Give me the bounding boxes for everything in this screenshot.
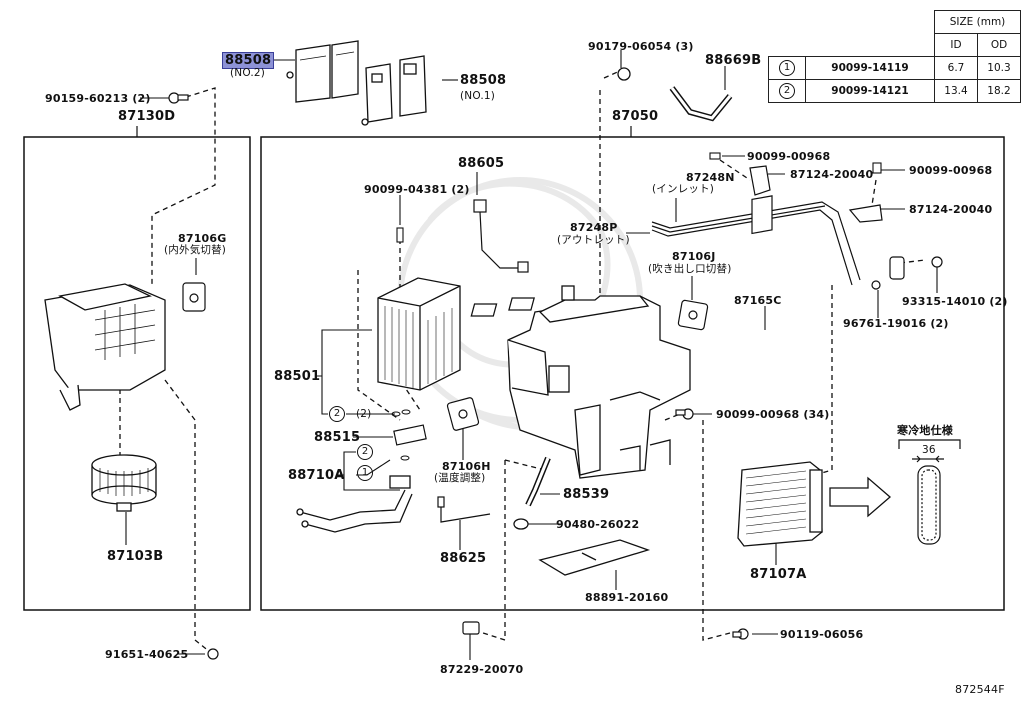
resistor-87165c xyxy=(751,195,773,235)
part-label[interactable]: 87165C xyxy=(734,294,782,307)
inner-diameter: 13.4 xyxy=(934,79,978,103)
bracket-b xyxy=(848,204,883,223)
part-label[interactable]: 93315-14010 (2) xyxy=(902,295,1008,308)
part-number[interactable]: 90099-14121 xyxy=(805,79,935,103)
part-label[interactable]: 87229-20070 xyxy=(440,663,524,676)
clamp-93315 xyxy=(889,256,943,280)
part-label[interactable]: 90159-60213 (2) xyxy=(45,92,151,105)
right-box-title[interactable]: 87050 xyxy=(612,109,659,124)
valve-pipes-88710a xyxy=(296,475,413,533)
part-label[interactable]: 87248P xyxy=(570,221,618,234)
part-label[interactable]: 88710A xyxy=(288,468,345,483)
bracket-a xyxy=(749,165,771,196)
part-label[interactable]: 91651-40625 xyxy=(105,648,189,661)
col-id: ID xyxy=(934,33,978,57)
part-sublabel: (NO.2) xyxy=(230,67,266,79)
part-sublabel: (アウトレット) xyxy=(557,234,630,246)
dimension-label: 36 xyxy=(922,444,936,456)
marker-2: 2 xyxy=(779,83,795,99)
servo-87106j xyxy=(677,299,709,331)
part-label[interactable]: 87124-20040 xyxy=(909,203,993,216)
right-box-frame xyxy=(260,136,1005,611)
part-label[interactable]: 90119-06056 xyxy=(780,628,864,641)
part-label[interactable]: 90099-04381 (2) xyxy=(364,183,470,196)
part-label[interactable]: 88625 xyxy=(440,551,487,566)
sensor-88625 xyxy=(437,496,491,523)
part-label[interactable]: 90099-00968 xyxy=(909,164,993,177)
part-label-88508-no2[interactable]: 88508 xyxy=(222,52,275,69)
part-label[interactable]: 90099-00968 xyxy=(747,150,831,163)
cover-88891 xyxy=(538,539,651,576)
part-label[interactable]: 88515 xyxy=(314,430,361,445)
ac-pipes-87248 xyxy=(651,201,861,286)
cold-spec-label: 寒冷地仕様 xyxy=(897,424,953,437)
size-header: SIZE (mm) xyxy=(934,10,1021,34)
table-row: 2 90099-14121 13.4 18.2 xyxy=(768,79,1021,103)
table-row: 1 90099-14119 6.7 10.3 xyxy=(768,56,1021,80)
servo-87106g xyxy=(182,282,206,312)
bolt-90159 xyxy=(168,92,189,104)
part-label[interactable]: 87106J xyxy=(672,250,716,263)
evaporator-88501 xyxy=(377,277,461,391)
harness-88605 xyxy=(473,199,529,273)
part-label[interactable]: 87103B xyxy=(107,549,164,564)
marker-2: 2 xyxy=(329,406,345,422)
cold-spec-section xyxy=(898,439,961,545)
outer-diameter: 10.3 xyxy=(977,56,1021,80)
expansion-valve xyxy=(393,424,427,446)
part-label[interactable]: 87107A xyxy=(750,567,807,582)
marker-1: 1 xyxy=(779,60,795,76)
part-label[interactable]: 90480-26022 xyxy=(556,518,640,531)
part-label[interactable]: 87106G xyxy=(178,232,227,245)
part-number[interactable]: 90099-14119 xyxy=(805,56,935,80)
part-label[interactable]: 87106H xyxy=(442,460,491,473)
hose-size-table: SIZE (mm) ID OD 1 90099-14119 6.7 10.3 2… xyxy=(768,10,1021,103)
part-label[interactable]: 88891-20160 xyxy=(585,591,669,604)
part-label[interactable]: 90179-06054 (3) xyxy=(588,40,694,53)
hvac-case xyxy=(470,285,691,479)
left-box-title[interactable]: 87130D xyxy=(118,109,176,124)
inner-diameter: 6.7 xyxy=(934,56,978,80)
figure-id: 872544F xyxy=(955,683,1005,696)
part-label[interactable]: 88605 xyxy=(458,156,505,171)
part-label[interactable]: 88669B xyxy=(705,53,762,68)
cabin-filter-no2 xyxy=(286,40,359,103)
col-od: OD xyxy=(977,33,1021,57)
servo-87106h xyxy=(446,397,480,431)
part-label[interactable]: 96761-19016 (2) xyxy=(843,317,949,330)
marker-2: 2 xyxy=(357,444,373,460)
blower-motor xyxy=(91,454,157,512)
part-label[interactable]: 87124-20040 xyxy=(790,168,874,181)
part-sublabel: (2) xyxy=(356,408,372,420)
outer-diameter: 18.2 xyxy=(977,79,1021,103)
part-sublabel: (インレット) xyxy=(652,183,715,195)
part-sublabel: (吹き出し口切替) xyxy=(648,263,732,275)
marker-1: 1 xyxy=(357,465,373,481)
part-sublabel: (温度調整) xyxy=(434,472,486,484)
part-label-88508-no1[interactable]: 88508 xyxy=(460,73,507,88)
part-label[interactable]: 90099-00968 (34) xyxy=(716,408,830,421)
part-label[interactable]: 87248N xyxy=(686,171,735,184)
part-label[interactable]: 88539 xyxy=(563,487,610,502)
heater-core xyxy=(737,461,823,547)
part-sublabel: (内外気切替) xyxy=(164,244,227,256)
part-sublabel: (NO.1) xyxy=(460,90,496,102)
cabin-filter-no1 xyxy=(361,55,427,126)
part-label[interactable]: 88501 xyxy=(274,369,321,384)
arrow-right-icon xyxy=(829,476,891,518)
blower-case xyxy=(44,283,166,411)
